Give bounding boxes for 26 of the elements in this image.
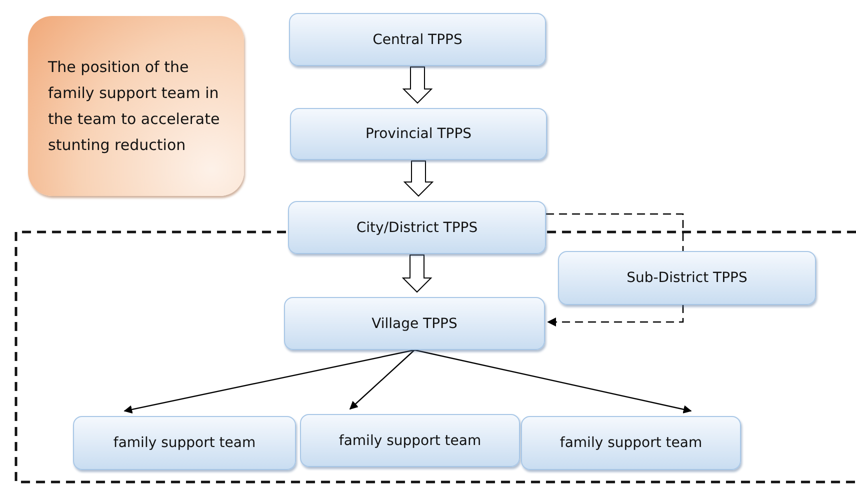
arrow xyxy=(124,349,415,414)
process-box xyxy=(558,251,816,305)
process-box xyxy=(290,108,547,160)
process-box xyxy=(288,201,546,254)
node-label: City/District TPPS xyxy=(356,220,478,236)
process-box xyxy=(300,414,520,467)
dashed-connector xyxy=(546,213,684,251)
node-label: Central TPPS xyxy=(372,32,462,48)
arrow xyxy=(349,350,415,410)
node-label: Village TPPS xyxy=(372,316,458,332)
block-arrow xyxy=(402,66,433,104)
node-label: Provincial TPPS xyxy=(365,126,472,142)
node-label: family support team xyxy=(560,435,702,451)
process-box xyxy=(284,297,545,350)
process-box xyxy=(521,416,741,470)
process-box xyxy=(289,13,546,66)
arrow xyxy=(414,349,692,414)
process-box xyxy=(73,416,296,470)
block-arrow xyxy=(403,160,434,197)
dashed-arrow xyxy=(547,305,684,327)
block-arrow xyxy=(402,254,432,293)
node-label: family support team xyxy=(338,432,482,448)
node-label: family support team xyxy=(113,435,256,451)
note-box xyxy=(28,16,244,196)
node-label: Sub-District TPPS xyxy=(626,270,748,286)
note-text: The position of the family support team in the team to accelerate stunting reduction xyxy=(48,57,221,156)
